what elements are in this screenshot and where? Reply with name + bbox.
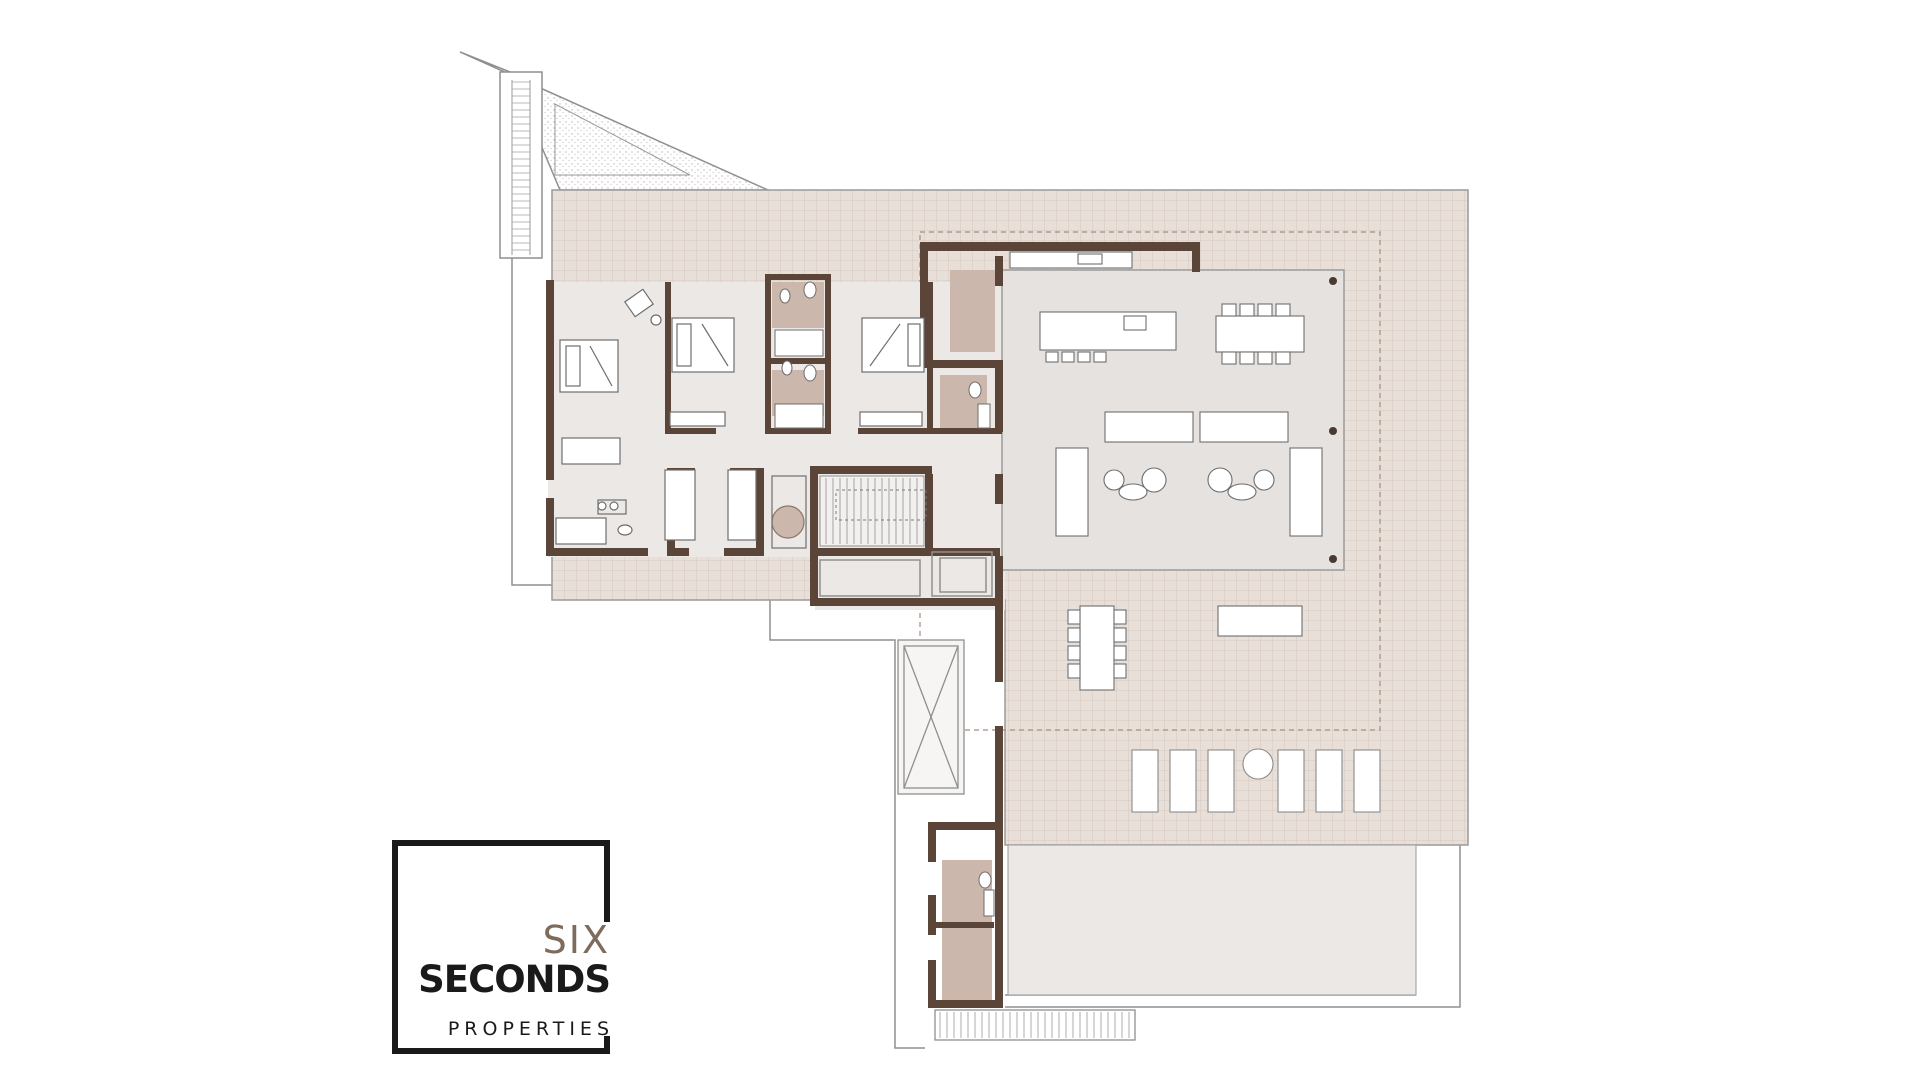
- interior-stairs: [819, 475, 927, 547]
- logo-line-six: SIX: [542, 918, 610, 962]
- dining-chair: [1257, 351, 1273, 365]
- sun-lounger: [1277, 749, 1305, 813]
- dining-chair: [1067, 645, 1081, 661]
- dining-chair: [1113, 609, 1127, 625]
- bar-stool: [1093, 351, 1107, 363]
- bathroom-fixtures: [774, 281, 995, 917]
- sun-lounger: [1353, 749, 1381, 813]
- logo-frame: [392, 840, 610, 1054]
- dining-chair: [1113, 645, 1127, 661]
- sun-lounger: [1207, 749, 1235, 813]
- exterior-stairs-south: [934, 1009, 1136, 1041]
- bar-stool: [1077, 351, 1091, 363]
- sun-loungers: [1131, 748, 1381, 813]
- dining-chair: [1275, 351, 1291, 365]
- bar-stool: [1045, 351, 1059, 363]
- dining-chair: [1239, 351, 1255, 365]
- dining-indoor: [1215, 303, 1305, 365]
- bar-stool: [1061, 351, 1075, 363]
- lounge: [1055, 411, 1323, 537]
- dining-chair: [1275, 303, 1291, 317]
- pool-area: [1007, 844, 1417, 996]
- kitchen: [1009, 251, 1177, 363]
- logo-frame-segment: [604, 840, 610, 922]
- dining-chair: [1113, 663, 1127, 679]
- logo-line-properties: PROPERTIES: [447, 1018, 614, 1040]
- dining-chair: [1113, 627, 1127, 643]
- dining-chair: [1257, 303, 1273, 317]
- logo-line-seconds: SECONDS: [418, 958, 611, 1001]
- living-columns: [1329, 277, 1337, 563]
- lift-shaft: [819, 551, 993, 597]
- dining-chair: [1221, 303, 1237, 317]
- bedroom-furniture: [555, 288, 925, 549]
- brand-logo: SIX SECONDS PROPERTIES: [392, 840, 616, 1060]
- sun-lounger: [1131, 749, 1159, 813]
- sun-lounger: [1169, 749, 1197, 813]
- dining-chair: [1239, 303, 1255, 317]
- skylight: [897, 639, 965, 795]
- logo-frame-segment: [604, 1036, 610, 1054]
- sun-lounger: [1315, 749, 1343, 813]
- dining-chair: [1067, 663, 1081, 679]
- exterior-stairs-north: [499, 71, 543, 259]
- outdoor-furniture: [1067, 605, 1303, 691]
- dining-chair: [1067, 609, 1081, 625]
- dining-chair: [1067, 627, 1081, 643]
- dining-chair: [1221, 351, 1237, 365]
